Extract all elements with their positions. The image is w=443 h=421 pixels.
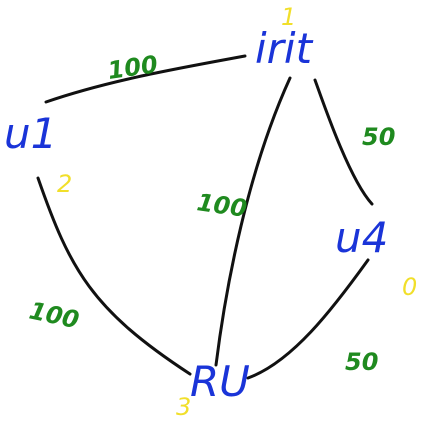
node-u1-value: 2 — [57, 170, 72, 198]
node-ru-label: RU — [190, 357, 250, 406]
node-ru-value: 3 — [176, 393, 191, 421]
edge-u1-ru — [36, 176, 192, 376]
edge-u4-ru-weight: 50 — [345, 348, 378, 376]
edge-u4-ru — [246, 258, 370, 380]
node-u1-label: u1 — [4, 109, 57, 158]
edge-irit-u1 — [44, 54, 247, 104]
node-u4-label: u4 — [335, 213, 388, 262]
edge-irit-ru-weight: 100 — [195, 188, 249, 223]
node-irit-label: irit — [255, 24, 314, 73]
edge-irit-u1-weight: 100 — [106, 50, 160, 85]
node-u4-value: 0 — [402, 273, 417, 301]
node-irit-value: 1 — [281, 3, 296, 31]
edge-u1-ru-weight: 100 — [27, 296, 82, 334]
edge-irit-ru — [214, 76, 292, 367]
edge-irit-u4-weight: 50 — [362, 123, 395, 151]
edge-irit-u4 — [313, 78, 374, 206]
